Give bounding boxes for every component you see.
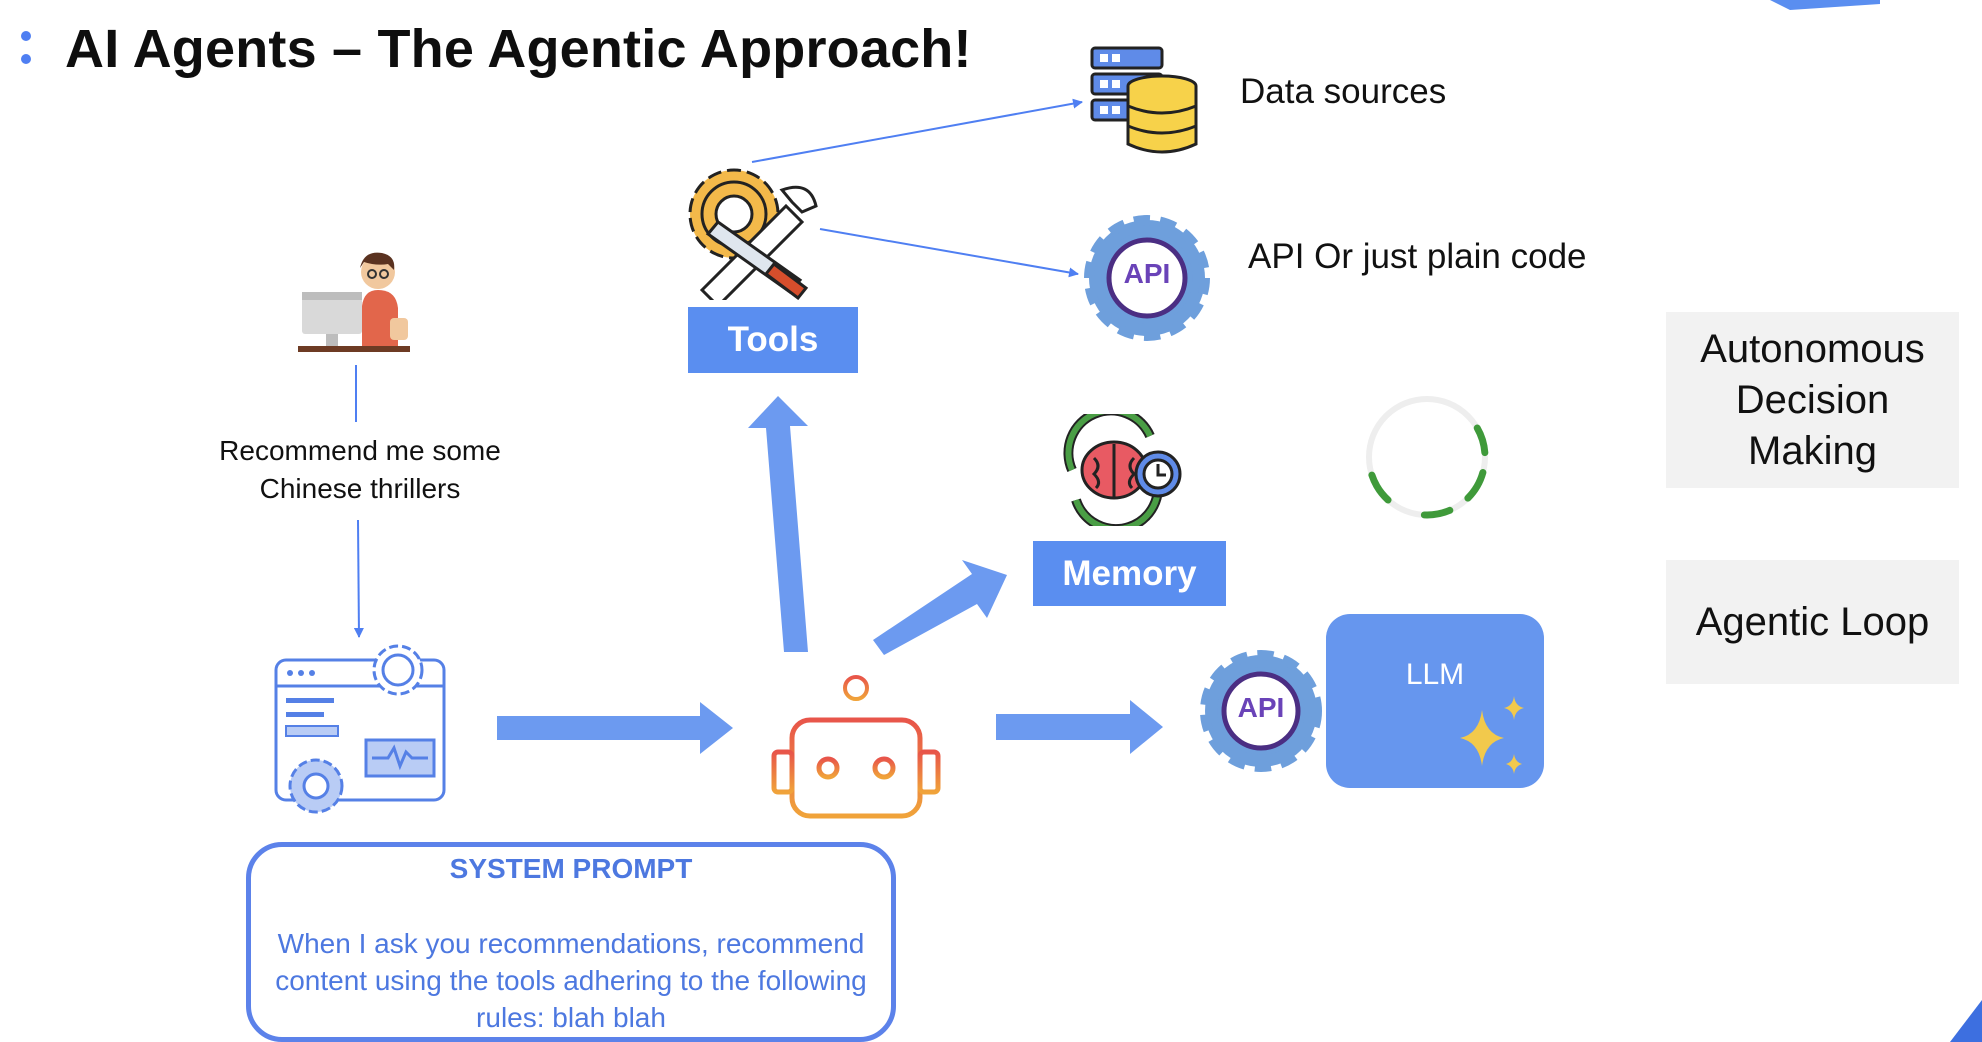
system-settings-icon xyxy=(274,644,446,814)
tools-to-data-sources-arrow xyxy=(751,98,1083,163)
data-sources-label: Data sources xyxy=(1240,72,1447,111)
title-bullet-dot-bottom xyxy=(21,54,31,64)
agent-to-llm-arrow xyxy=(996,700,1163,754)
corner-accent-bottom xyxy=(1950,1000,1982,1042)
system-prompt-title: SYSTEM PROMPT xyxy=(449,853,693,884)
slide-title: AI Agents – The Agentic Approach! xyxy=(65,19,972,79)
agent-to-memory-arrow xyxy=(873,560,1007,655)
tools-gear-wrench-icon xyxy=(688,168,818,300)
api-or-code-label: API Or just plain code xyxy=(1248,237,1587,276)
llm-label: LLM xyxy=(1405,658,1465,691)
system-prompt-box xyxy=(246,842,896,1042)
llm-box xyxy=(1326,614,1544,788)
api-gear-icon xyxy=(1084,215,1210,341)
autonomous-decision-making-card: Autonomous Decision Making xyxy=(1666,312,1959,488)
system-prompt-body: When I ask you recommendations, recommen… xyxy=(275,928,867,1033)
title-bullet-dot-top xyxy=(21,31,31,41)
memory-label-box: Memory xyxy=(1033,541,1226,606)
memory-brain-icon xyxy=(1063,414,1182,526)
api-gear-text: API xyxy=(1123,258,1171,289)
agent-to-tools-arrow xyxy=(748,396,808,652)
request-to-system-arrow xyxy=(353,519,364,638)
llm-api-gear-text: API xyxy=(1237,692,1285,723)
loading-spinner-icon xyxy=(1365,395,1489,519)
user-request-text: Recommend me some Chinese thrillers xyxy=(219,435,501,504)
system-to-agent-arrow xyxy=(497,702,733,754)
robot-agent-icon xyxy=(771,675,941,819)
llm-api-gear-icon xyxy=(1200,650,1322,772)
agentic-loop-card: Agentic Loop xyxy=(1666,560,1959,684)
data-sources-database-icon xyxy=(1090,46,1198,154)
tools-to-api-arrow xyxy=(819,228,1079,278)
tools-label-box: Tools xyxy=(688,307,858,373)
sparkle-icon xyxy=(1460,696,1524,774)
corner-accent-top xyxy=(1770,0,1880,10)
user-at-computer-icon xyxy=(298,252,410,352)
